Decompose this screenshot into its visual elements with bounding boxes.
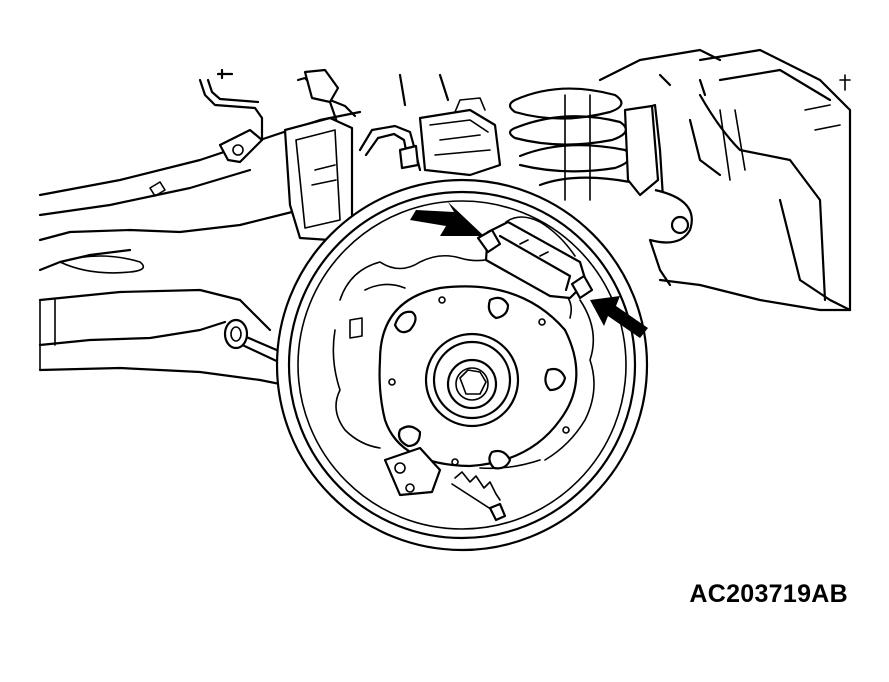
adjuster-spring [383,446,507,522]
figure-code-label: AC203719AB [689,580,848,608]
brake-shoes [332,254,595,470]
suspension-frame [38,48,852,388]
pointer-arrow-upper [410,202,484,236]
pointer-arrow-lower [590,296,648,338]
wheel-hub [378,285,578,470]
coil-spring [508,87,632,201]
wheel-cylinder [476,216,594,300]
